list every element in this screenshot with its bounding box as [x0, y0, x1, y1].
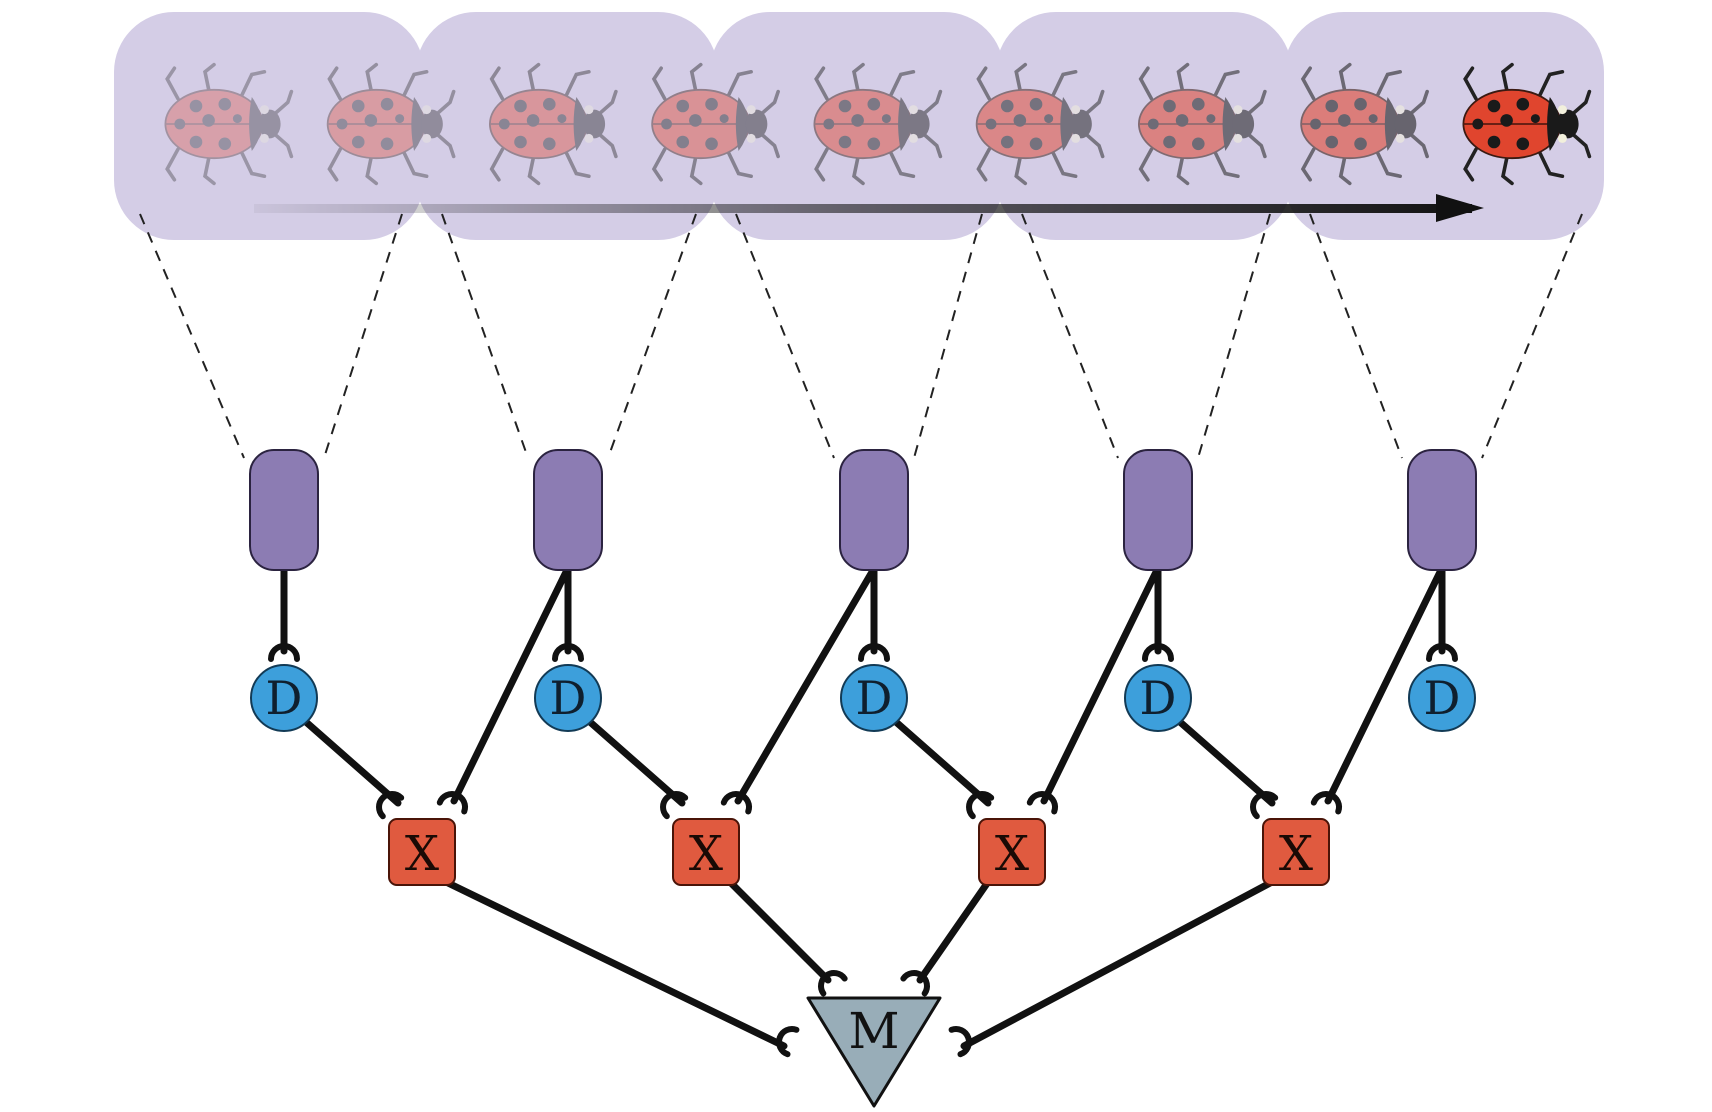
- delay-label: D: [1140, 671, 1177, 725]
- edge: [960, 878, 1276, 1050]
- edge: [1040, 568, 1160, 805]
- motion-arrow: [254, 194, 1484, 222]
- delay-label: D: [1424, 671, 1461, 725]
- detector-node: [1407, 449, 1477, 571]
- receptive-field-lines: [139, 213, 1583, 459]
- synapse-cap: [776, 1026, 800, 1058]
- receptive-field-line: [913, 213, 983, 459]
- edge: [302, 718, 402, 807]
- edge: [1324, 568, 1444, 805]
- frame-window: [1284, 12, 1604, 240]
- edge: [892, 718, 992, 807]
- delay-node: D: [840, 664, 908, 732]
- arrow-head: [1436, 194, 1484, 222]
- receptive-field-line: [1481, 213, 1583, 459]
- detector-layer: [249, 449, 1477, 571]
- synapse-cap: [1026, 791, 1058, 815]
- edge: [916, 878, 992, 984]
- delay-label: D: [266, 671, 303, 725]
- delay-node: D: [534, 664, 602, 732]
- merge-label: M: [848, 1002, 899, 1060]
- synapse-cap: [948, 1026, 972, 1058]
- delay-label: D: [856, 671, 893, 725]
- edge: [586, 718, 686, 807]
- detector-node: [839, 449, 909, 571]
- delay-node: D: [1124, 664, 1192, 732]
- edge: [442, 878, 788, 1050]
- detector-node: [249, 449, 319, 571]
- synapse-cap: [660, 791, 689, 820]
- merge-layer: M: [806, 996, 942, 1108]
- synapse-cap: [966, 791, 995, 820]
- edge: [734, 568, 876, 805]
- multiplier-node: X: [978, 818, 1046, 886]
- edge: [726, 878, 832, 984]
- synapse-cap: [376, 791, 405, 820]
- delay-label: D: [550, 671, 587, 725]
- synapse-cap: [1250, 791, 1279, 820]
- detector-node: [1123, 449, 1193, 571]
- multiplier-label: X: [689, 826, 723, 882]
- edge: [450, 568, 570, 805]
- synapse-cap: [1426, 643, 1458, 662]
- multiplier-label: X: [405, 826, 439, 882]
- merge-node: M: [806, 996, 942, 1108]
- delay-node: D: [1408, 664, 1476, 732]
- multiplier-node: X: [672, 818, 740, 886]
- detector-node: [533, 449, 603, 571]
- receptive-field-line: [735, 213, 835, 459]
- connection-edges: [280, 566, 1446, 1050]
- receptive-field-line: [441, 213, 529, 459]
- multiplier-node: X: [1262, 818, 1330, 886]
- synapse-cap: [818, 970, 848, 997]
- receptive-field-line: [1309, 213, 1403, 459]
- receptive-field-line: [1021, 213, 1119, 459]
- synapse-cap: [1142, 643, 1174, 662]
- synapse-cap: [900, 970, 930, 997]
- multiplier-label: X: [1279, 826, 1313, 882]
- synapse-caps: [268, 643, 1458, 1058]
- synapse-cap: [552, 643, 584, 662]
- multiplier-label: X: [995, 826, 1029, 882]
- synapse-cap: [720, 791, 752, 815]
- arrow-right-icon: [254, 204, 1472, 213]
- receptive-field-line: [139, 213, 245, 459]
- multiplier-node: X: [388, 818, 456, 886]
- receptive-field-line: [607, 213, 697, 459]
- delay-node: D: [250, 664, 318, 732]
- edge: [1176, 718, 1276, 807]
- synapse-cap: [858, 643, 890, 662]
- receptive-field-line: [1197, 213, 1271, 459]
- receptive-field-line: [323, 213, 403, 459]
- synapse-cap: [436, 791, 468, 815]
- synapse-cap: [268, 643, 300, 662]
- synapse-cap: [1310, 791, 1342, 815]
